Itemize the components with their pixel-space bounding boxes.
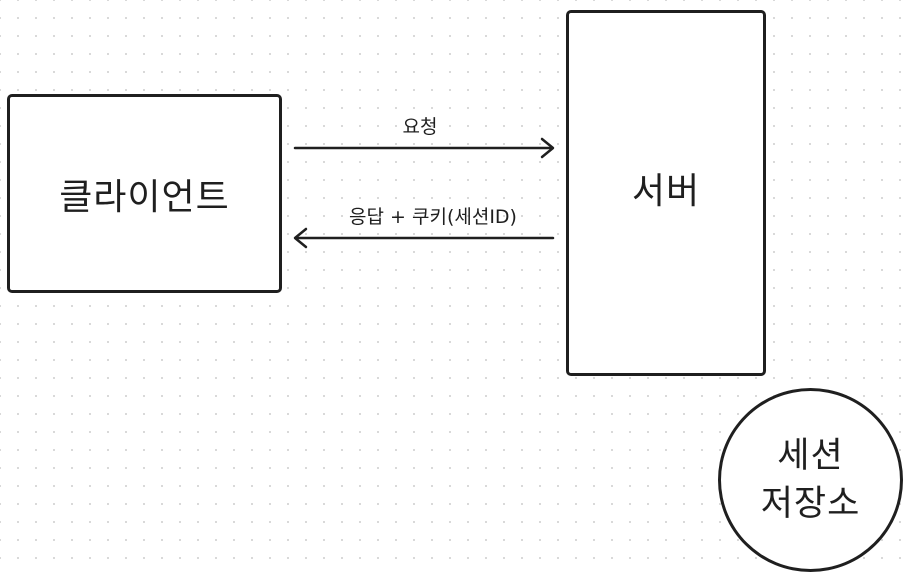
client-node-label: 클라이언트 [59, 176, 230, 218]
server-node: 서버 [566, 10, 766, 376]
session-store-label-line-1: 세션 [777, 436, 844, 476]
server-node-label: 서버 [631, 171, 701, 212]
request-arrow [293, 137, 555, 159]
client-node: 클라이언트 [7, 94, 282, 293]
response-edge-label: 응답 + 쿠키(세션ID) [349, 206, 517, 228]
session-store-node: 세션 저장소 [718, 388, 903, 572]
request-edge-label: 요청 [402, 116, 438, 138]
session-store-label-line-2: 저장소 [760, 484, 861, 524]
response-arrow [293, 227, 555, 249]
